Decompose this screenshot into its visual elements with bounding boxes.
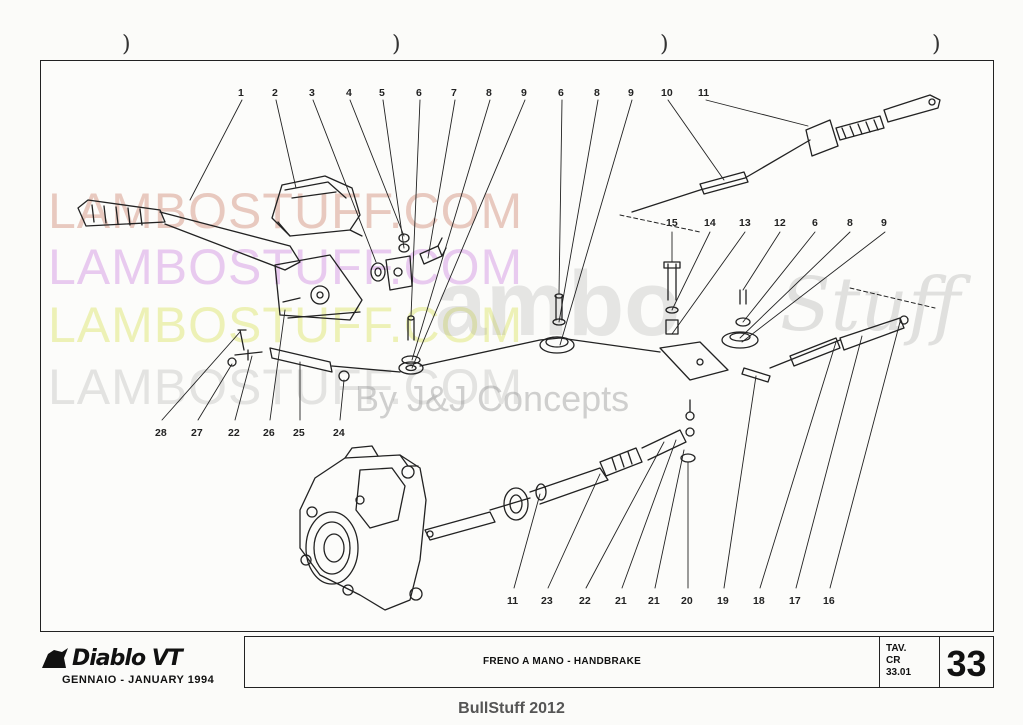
callout-number: 8: [594, 87, 600, 99]
plate-number: 33: [946, 643, 987, 684]
callout-number: 3: [309, 87, 315, 99]
lever-hardware: [370, 233, 447, 375]
lower-left-cable: [424, 399, 696, 541]
plate-title: FRENO A MANO - HANDBRAKE: [482, 656, 642, 667]
callout-number: 26: [263, 427, 275, 439]
callout-number: 15: [666, 217, 678, 229]
plate-number-box: 33: [940, 636, 994, 688]
upper-rear-cable: [631, 94, 941, 213]
callout-number: 1: [238, 87, 244, 99]
callouts-left-bottom: 28 27 22 26 25 24: [155, 427, 345, 439]
callout-number: 12: [774, 217, 786, 229]
tav-reference: TAV. CR 33.01: [886, 643, 911, 679]
callout-number: 8: [486, 87, 492, 99]
callout-number: 21: [648, 595, 660, 607]
binder-hole-mark: ): [660, 32, 669, 57]
tav-code: CR: [886, 655, 901, 666]
image-caption: BullStuff 2012: [458, 700, 565, 717]
callout-number: 7: [451, 87, 457, 99]
callout-number: 9: [521, 87, 527, 99]
callout-number: 9: [628, 87, 634, 99]
callout-number: 20: [681, 595, 693, 607]
equalizer-bracket: [659, 261, 771, 383]
callout-number: 16: [823, 595, 835, 607]
callout-number: 22: [228, 427, 240, 439]
callout-number: 11: [698, 87, 709, 99]
callout-number: 18: [753, 595, 765, 607]
callout-number: 4: [346, 87, 352, 99]
callout-number: 19: [717, 595, 729, 607]
rear-hub-carrier: [299, 445, 427, 611]
callout-number: 25: [293, 427, 305, 439]
callout-number: 14: [704, 217, 716, 229]
model-logo: Diablo VT: [72, 646, 183, 671]
callout-number: 17: [789, 595, 801, 607]
callouts-top: 1 2 3 4 5 6 7 8 9 6 8 9 10 11: [238, 87, 709, 99]
callout-number: 23: [541, 595, 553, 607]
callout-number: 6: [416, 87, 422, 99]
callout-number: 5: [379, 87, 385, 99]
callouts-mid: 15 14 13 12 6 8 9: [666, 217, 887, 229]
callout-number: 2: [272, 87, 278, 99]
callout-number: 6: [812, 217, 818, 229]
callout-number: 13: [739, 217, 751, 229]
title-box: FRENO A MANO - HANDBRAKE: [244, 636, 880, 688]
callout-number: 22: [579, 595, 591, 607]
callout-number: 10: [661, 87, 673, 99]
callout-number: 28: [155, 427, 167, 439]
binder-hole-mark: ): [392, 32, 401, 57]
callout-number: 24: [333, 427, 345, 439]
title-block: Diablo VT GENNAIO - JANUARY 1994 FRENO A…: [40, 634, 994, 692]
tav-box: TAV. CR 33.01: [878, 636, 940, 688]
leader-lines: [161, 99, 901, 589]
callouts-right-bottom: 11 23 22 21 21 20 19 18 17 16: [507, 595, 835, 607]
callout-number: 9: [881, 217, 887, 229]
callout-number: 6: [558, 87, 564, 99]
callout-number: 8: [847, 217, 853, 229]
callout-number: 21: [615, 595, 627, 607]
callout-number: 27: [191, 427, 203, 439]
tav-number: 33.01: [886, 667, 912, 678]
tav-label: TAV.: [886, 643, 907, 654]
equalizer-rod: [227, 329, 401, 382]
routing-lines: [619, 214, 936, 309]
central-cable: [419, 293, 661, 367]
binder-hole-mark: ): [932, 32, 941, 57]
model-logo-block: Diablo VT GENNAIO - JANUARY 1994: [40, 634, 240, 692]
callout-number: 11: [507, 595, 518, 607]
lower-right-cable: [769, 315, 909, 369]
lever-cover: [271, 175, 363, 237]
handbrake-lever: [77, 199, 363, 321]
binder-hole-mark: ): [122, 32, 131, 57]
issue-date: GENNAIO - JANUARY 1994: [62, 674, 215, 686]
bull-logo-icon: [42, 648, 68, 668]
